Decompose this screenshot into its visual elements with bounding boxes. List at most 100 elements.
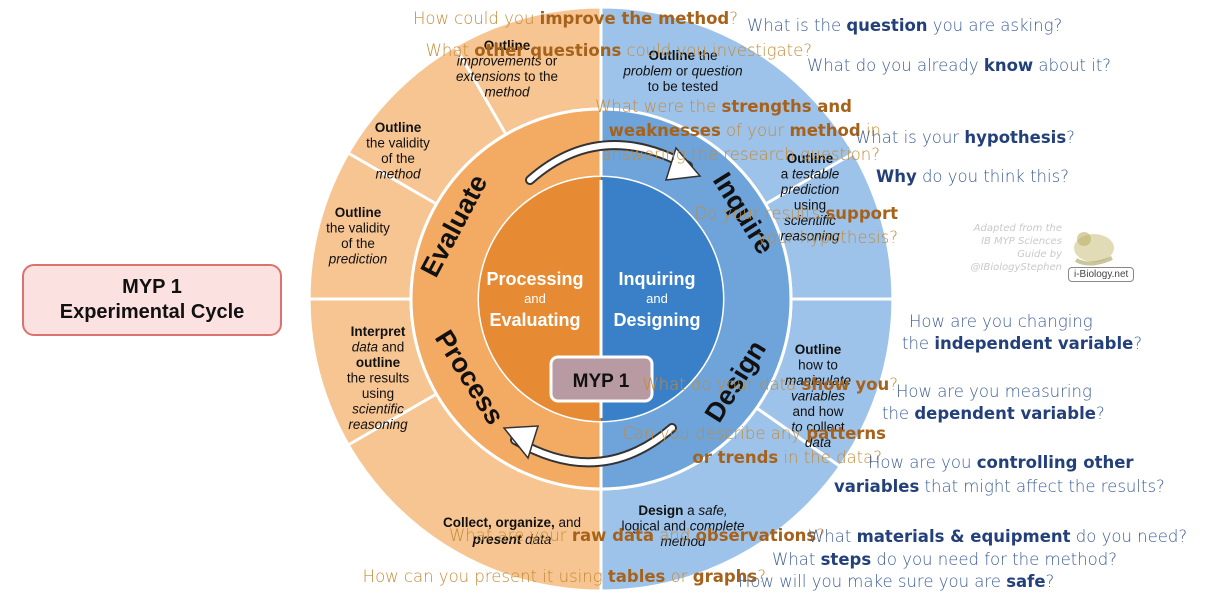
question-text: could you investigate? [621,41,813,60]
question-keyword: improve the method [539,9,730,28]
segment-text-inq_top: to be tested [648,79,719,94]
credit-line4: @IBiologyStephen [970,262,1062,273]
question-text: in [860,121,881,140]
question-text: the [882,404,915,423]
question-text: answering the research question? [601,145,880,164]
credit: Adapted from the IB MYP Sciences Guide b… [936,222,1062,274]
question-keyword: or trends [692,448,779,467]
segment-text-des_mid: how to [798,358,838,373]
question-text: in the data? [778,448,882,467]
right-question-line: What steps do you need for the method? [772,549,1117,571]
credit-line1: Adapted from the [973,223,1062,234]
segment-divider [345,150,438,206]
right-question-line: What is your hypothesis? [855,127,1075,149]
segment-divider [345,392,438,448]
segment-text-proc_top: data and [352,340,405,355]
question-text: What were the [595,97,722,116]
question-text: do you need? [1070,527,1188,546]
right-question-line: What is the question you are asking? [747,15,1062,37]
question-text: your hypothesis? [757,228,898,247]
segment-text-eval_top: method [484,85,530,100]
title-line1: MYP 1 [122,276,182,298]
left-question-line: What are your raw data and observations? [449,525,825,547]
right-question-line: How are you measuring [896,381,1092,403]
question-text: ? [889,375,898,394]
left-question-line: How could you improve the method? [413,8,738,30]
question-text: or [665,567,693,586]
segment-text-proc_bottom: Collect, organize, and [443,515,581,530]
segment-divider [764,150,857,206]
segment-text-des_mid: variables [791,389,845,404]
question-keyword: tables [607,567,666,586]
segment-text-inq_top: Outline the [648,48,717,63]
segment-text-eval_top: extensions to the [456,69,558,84]
segment-text-inq_mid: prediction [780,182,840,197]
inner-left-line2: and [524,291,546,306]
question-text: ? [1095,404,1105,423]
question-keyword: support [825,204,898,223]
question-text: ? [1133,334,1143,353]
question-text: of your [720,121,790,140]
question-text: What is the [747,16,847,35]
inner-right-line2: and [646,291,668,306]
question-text: that might affect the results? [919,477,1165,496]
question-text: How can you present it using [362,567,608,586]
right-question-line: How will you make sure you are safe? [738,571,1054,593]
question-text: How are you measuring [896,382,1092,401]
question-keyword: strengths and [721,97,853,116]
question-keyword: safe [1006,572,1046,591]
question-text: How could you [412,9,540,28]
question-text: What [772,550,821,569]
question-keyword: question [846,16,928,35]
segment-text-eval_low: the validity [326,221,390,236]
left-question-line: your hypothesis? [757,227,898,249]
segment-text-proc_top: Interpret [351,324,406,339]
question-text: How will you make sure you are [738,572,1007,591]
title-box: MYP 1 Experimental Cycle [22,264,282,336]
question-keyword: method [789,121,861,140]
right-question-line: How are you changing [909,311,1093,333]
question-text: ? [729,9,738,28]
question-text: What [808,527,857,546]
segment-text-proc_top: using [362,386,394,401]
question-text: and [654,526,696,545]
question-keyword: show you [801,375,890,394]
question-text: about it? [1033,56,1112,75]
question-keyword: materials & equipment [856,527,1071,546]
segment-text-inq_mid: reasoning [780,229,840,244]
segment-text-eval_top: Outline [484,38,531,53]
left-question-line: Can you describe any patterns [622,423,886,445]
segment-text-inq_mid: scientific [784,213,836,228]
segment-text-des_mid: to collect [791,420,845,435]
left-question-line: How can you present it using tables or g… [363,566,766,588]
question-keyword: steps [820,550,872,569]
question-text: What do you already [807,56,984,75]
question-text: What is your [855,128,965,147]
left-question-line: Do your results support [695,203,898,225]
right-question-line: What materials & equipment do you need? [808,526,1187,548]
left-question-line: What other questions could you investiga… [426,40,812,62]
left-question-line: weaknesses of your method in [609,120,881,142]
left-question-line: What do your data show you? [642,374,898,396]
center-label: MYP 1 [573,371,630,392]
question-keyword: hypothesis [964,128,1067,147]
right-question-line: What do you already know about it? [807,55,1111,77]
segment-dividers [307,5,895,593]
question-keyword: controlling other [976,453,1134,472]
segment-text-des_bottom: method [660,534,706,549]
right-question-line: the dependent variable? [882,403,1105,425]
segment-text-eval_low: Outline [335,205,382,220]
segment-text-inq_mid: Outline [787,151,834,166]
inner-right-line3: Designing [613,310,700,330]
segment-text-eval_mid: Outline [375,120,422,135]
segment-text-des_bottom: logical and complete [621,519,744,534]
credit-line3: Guide by [1017,249,1062,260]
question-text: do you need for the method? [871,550,1117,569]
segment-text-eval_low: prediction [328,252,388,267]
logo-text: i-Biology.net [1068,267,1135,282]
segment-text-eval_mid: method [375,167,421,182]
right-question-line: variables that might affect the results? [834,476,1165,498]
segment-text-eval_mid: the validity [366,136,430,151]
question-keyword: other questions [474,41,622,60]
segment-text-inq_mid: using [794,198,826,213]
